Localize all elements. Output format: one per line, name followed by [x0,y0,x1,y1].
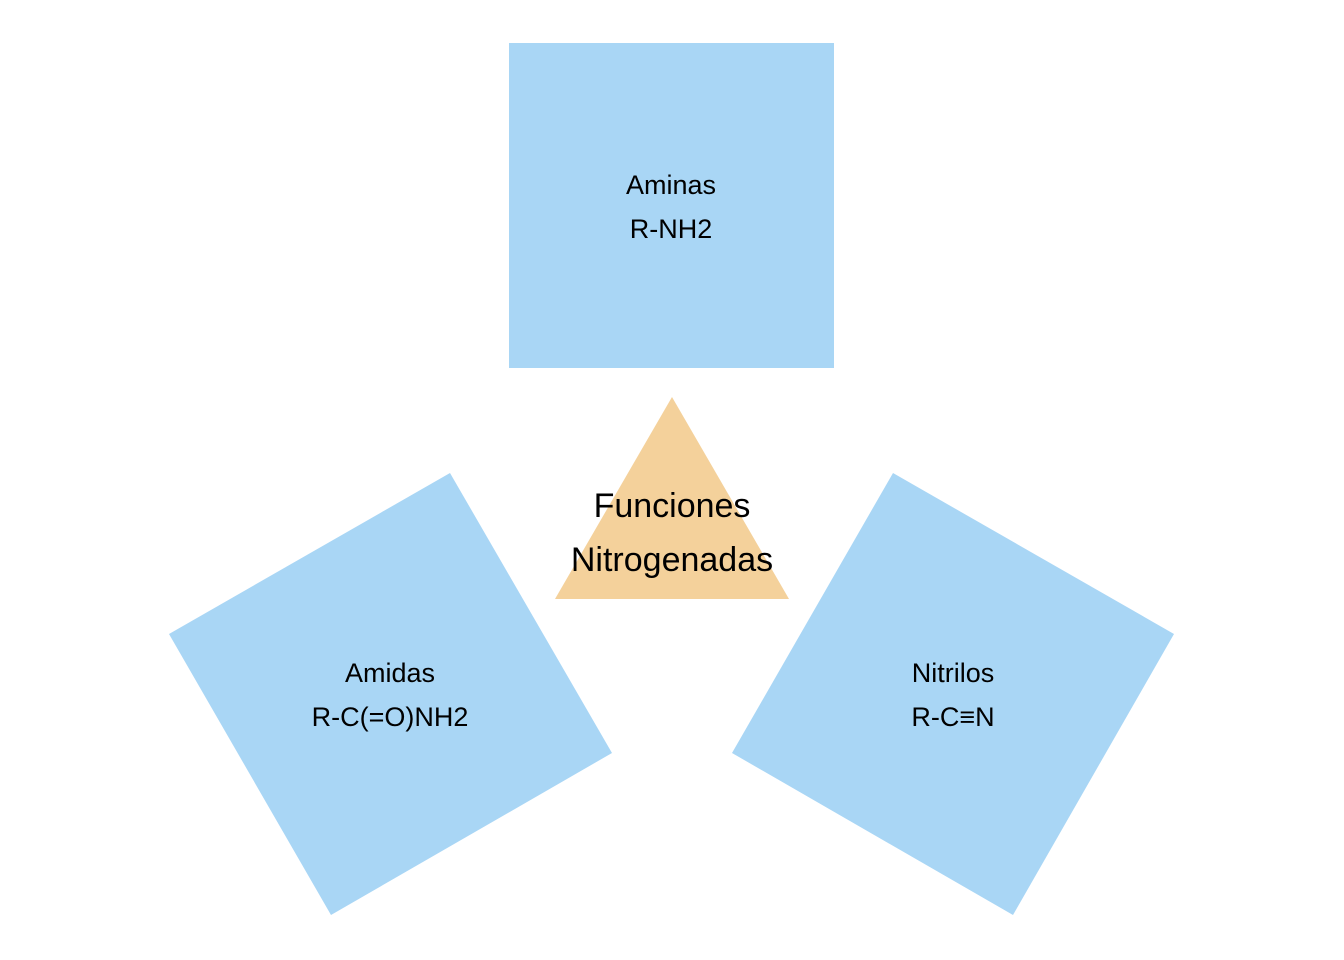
aminas-formula: R-NH2 [629,214,713,244]
nitrilos-label: Nitrilos R-C≡N [911,651,994,739]
aminas-title: Aminas [625,170,717,200]
nitrilos-box [732,473,1174,915]
amidas-formula: R-C(=O)NH2 [311,702,469,732]
amidas-label: Amidas R-C(=O)NH2 [312,651,469,739]
amidas-box [169,473,612,915]
center-label-line1: Funciones [593,487,751,525]
center-label-line2: Nitrogenadas [570,541,774,579]
amidas-title: Amidas [344,658,436,688]
aminas-label: Aminas R-NH2 [626,163,716,251]
nitrilos-title: Nitrilos [911,658,995,688]
nitrilos-formula: R-C≡N [911,702,995,732]
center-label: Funciones Nitrogenadas [571,479,773,587]
aminas-box [509,43,834,368]
center-triangle [555,397,789,599]
